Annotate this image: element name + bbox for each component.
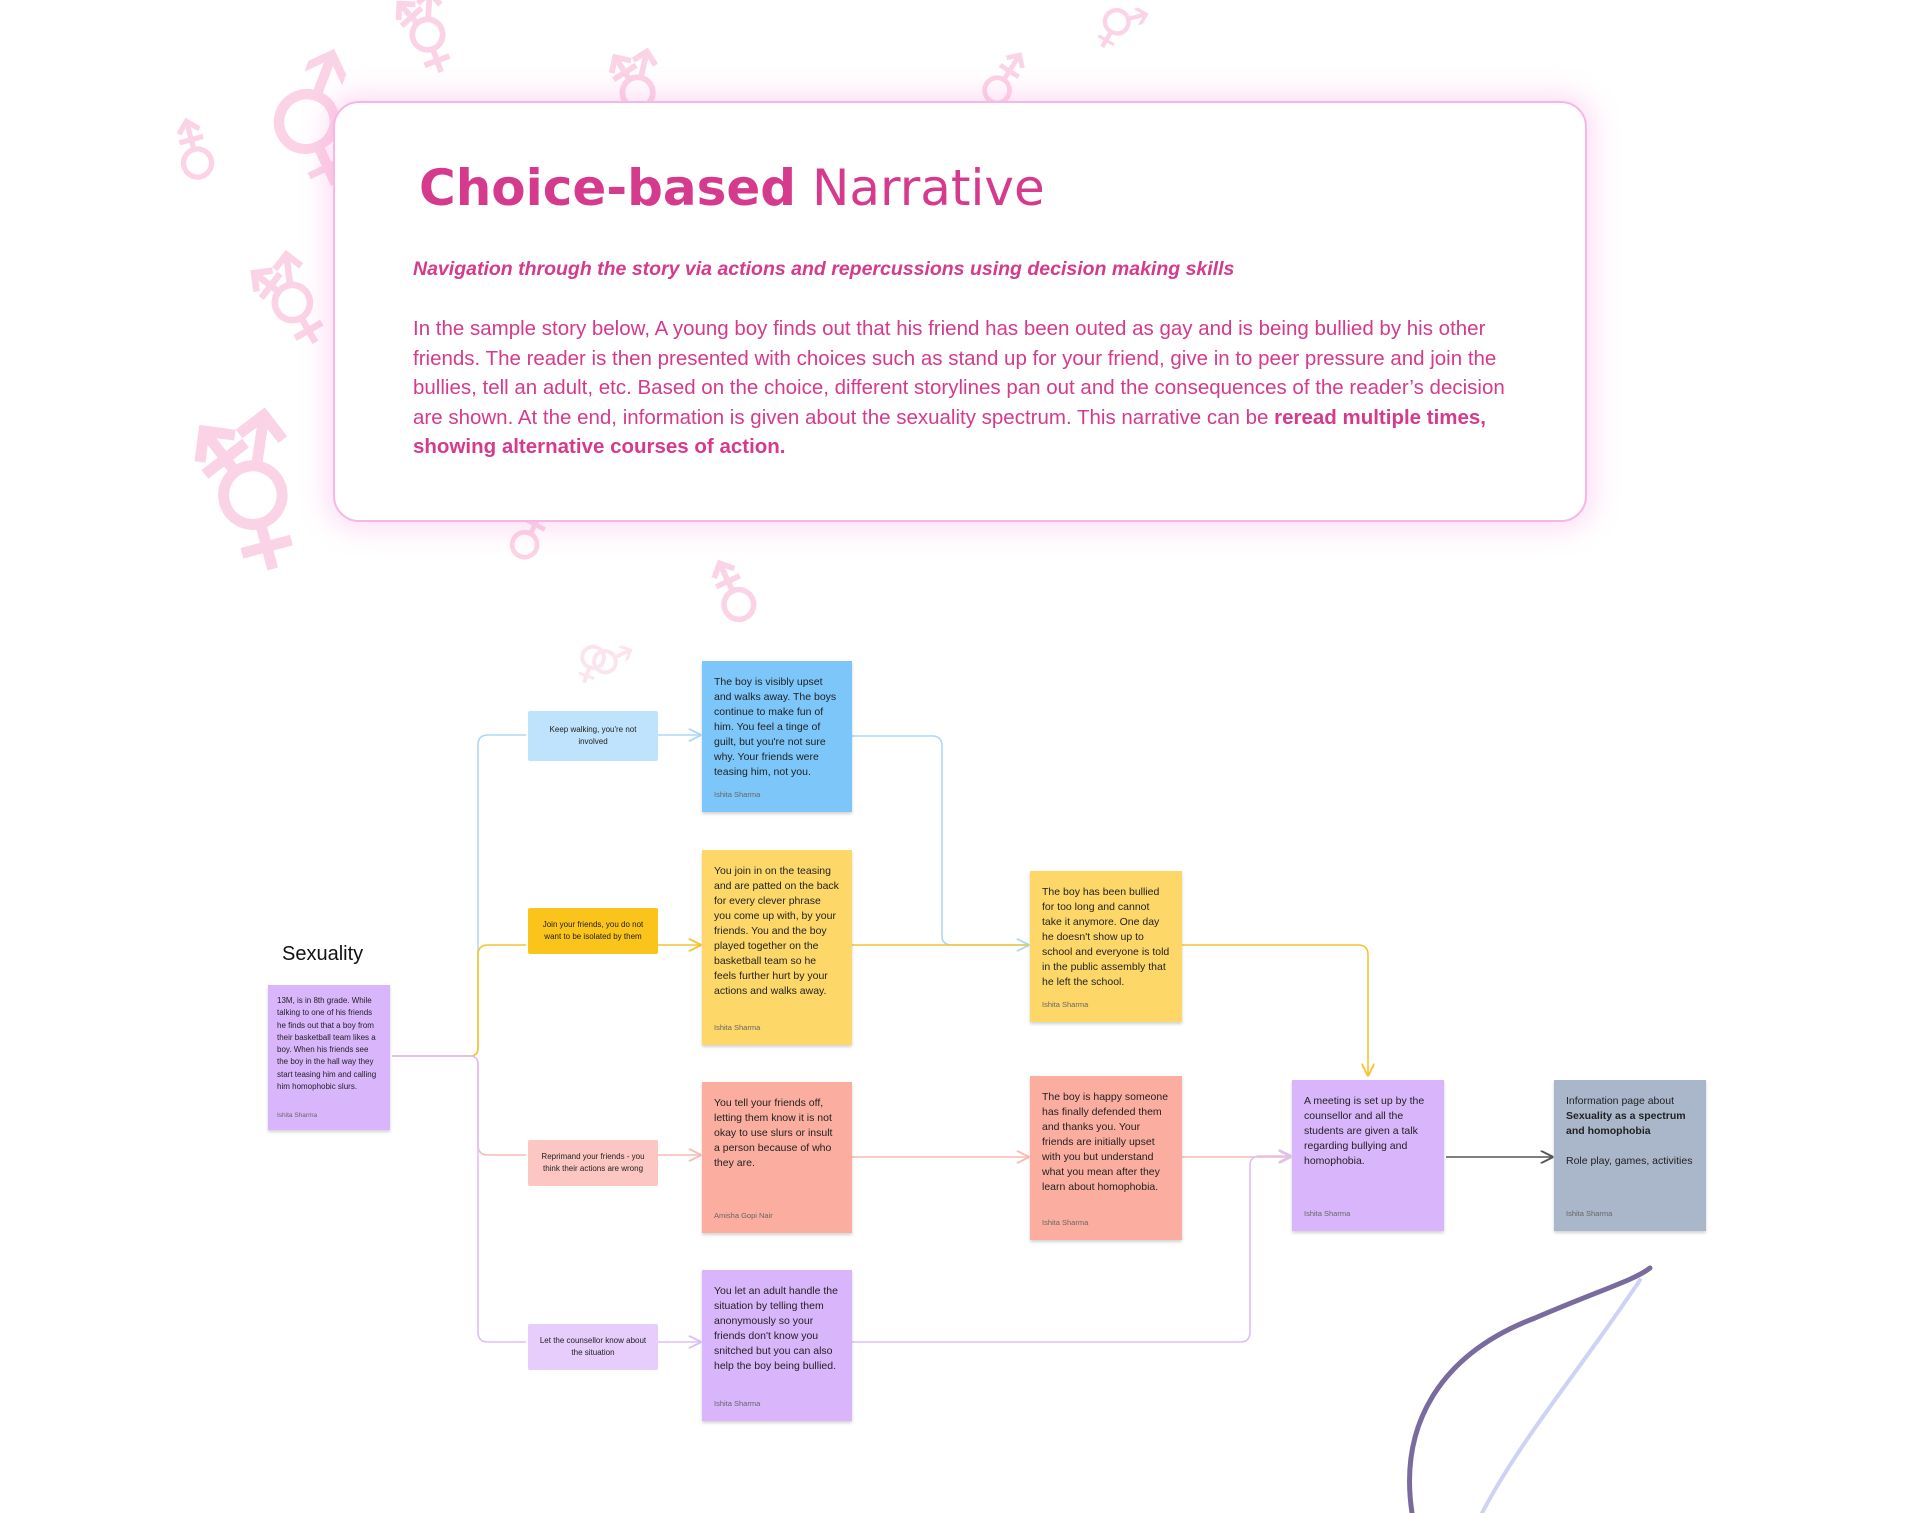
connector-root-yellow	[392, 944, 526, 1057]
sticky-author: Amisha Gopi Nair	[714, 1211, 773, 1220]
consequence-sticky-boy-leaves: The boy has been bullied for too long an…	[1030, 871, 1182, 1022]
connector-outcome4-meeting	[852, 1156, 1290, 1343]
sticky-text: You join in on the teasing and are patte…	[714, 865, 839, 997]
outcome-sticky-join-teasing: You join in on the teasing and are patte…	[702, 850, 852, 1045]
outcome-sticky-adult-handles: You let an adult handle the situation by…	[702, 1270, 852, 1421]
sticky-text: The boy is visibly upset and walks away.…	[714, 676, 837, 778]
choice-text: Reprimand your friends - you think their…	[541, 1152, 645, 1173]
sticky-author: Ishita Sharma	[1042, 1000, 1089, 1009]
outcome-sticky-tell-off: You tell your friends off, letting them …	[702, 1082, 852, 1233]
sticky-author: Ishita Sharma	[714, 790, 761, 799]
connector-root-purple	[392, 1055, 526, 1343]
intro-card: Choice-based Narrative Navigation throug…	[333, 101, 1587, 522]
choice-tell-counsellor[interactable]: Let the counsellor know about the situat…	[528, 1324, 658, 1370]
sticky-text: 13M, is in 8th grade. While talking to o…	[277, 996, 377, 1092]
sticky-text: The boy is happy someone has finally def…	[1042, 1091, 1169, 1193]
sticky-author: Ishita Sharma	[277, 1111, 318, 1119]
root-label: Sexuality	[282, 943, 364, 965]
connector-root-pink	[392, 1055, 526, 1156]
sticky-text: You tell your friends off, letting them …	[714, 1097, 833, 1169]
sticky-subtext: Role play, games, activities	[1566, 1155, 1693, 1167]
root-sticky: 13M, is in 8th grade. While talking to o…	[268, 985, 390, 1130]
decorative-swoosh-light	[1480, 1278, 1642, 1513]
sticky-text: You let an adult handle the situation by…	[714, 1285, 838, 1372]
decorative-swoosh-dark	[1407, 1265, 1653, 1513]
meeting-sticky: A meeting is set up by the counsellor an…	[1292, 1080, 1444, 1231]
sticky-author: Ishita Sharma	[714, 1023, 761, 1032]
choice-text: Let the counsellor know about the situat…	[539, 1336, 647, 1357]
sticky-author: Ishita Sharma	[1304, 1209, 1351, 1218]
outcome-sticky-walk-away: The boy is visibly upset and walks away.…	[702, 661, 852, 812]
intro-description: In the sample story below, A young boy f…	[413, 317, 1505, 458]
connector-root-blue	[392, 734, 526, 1057]
page-title: Choice-based Narrative	[419, 159, 1045, 217]
connector-consequence1-meeting	[1182, 944, 1368, 1075]
sticky-author: Ishita Sharma	[1566, 1209, 1613, 1218]
sticky-author: Ishita Sharma	[714, 1399, 761, 1408]
page-subtitle: Navigation through the story via actions…	[413, 258, 1235, 280]
choice-reprimand-friends[interactable]: Reprimand your friends - you think their…	[528, 1140, 658, 1186]
consequence-sticky-boy-happy: The boy is happy someone has finally def…	[1030, 1076, 1182, 1240]
choice-text: Join your friends, you do not want to be…	[542, 920, 644, 941]
choice-text: Keep walking, you're not involved	[549, 725, 637, 746]
sticky-text: Information page about Sexuality as a sp…	[1566, 1095, 1686, 1137]
sticky-text: The boy has been bullied for too long an…	[1042, 886, 1170, 988]
choice-join-friends[interactable]: Join your friends, you do not want to be…	[528, 908, 658, 954]
choice-keep-walking[interactable]: Keep walking, you're not involved	[528, 711, 658, 761]
info-sticky: Information page about Sexuality as a sp…	[1554, 1080, 1706, 1231]
sticky-author: Ishita Sharma	[1042, 1218, 1089, 1227]
connector-outcome1-consequence1	[852, 735, 1028, 945]
sticky-text: A meeting is set up by the counsellor an…	[1304, 1095, 1425, 1167]
